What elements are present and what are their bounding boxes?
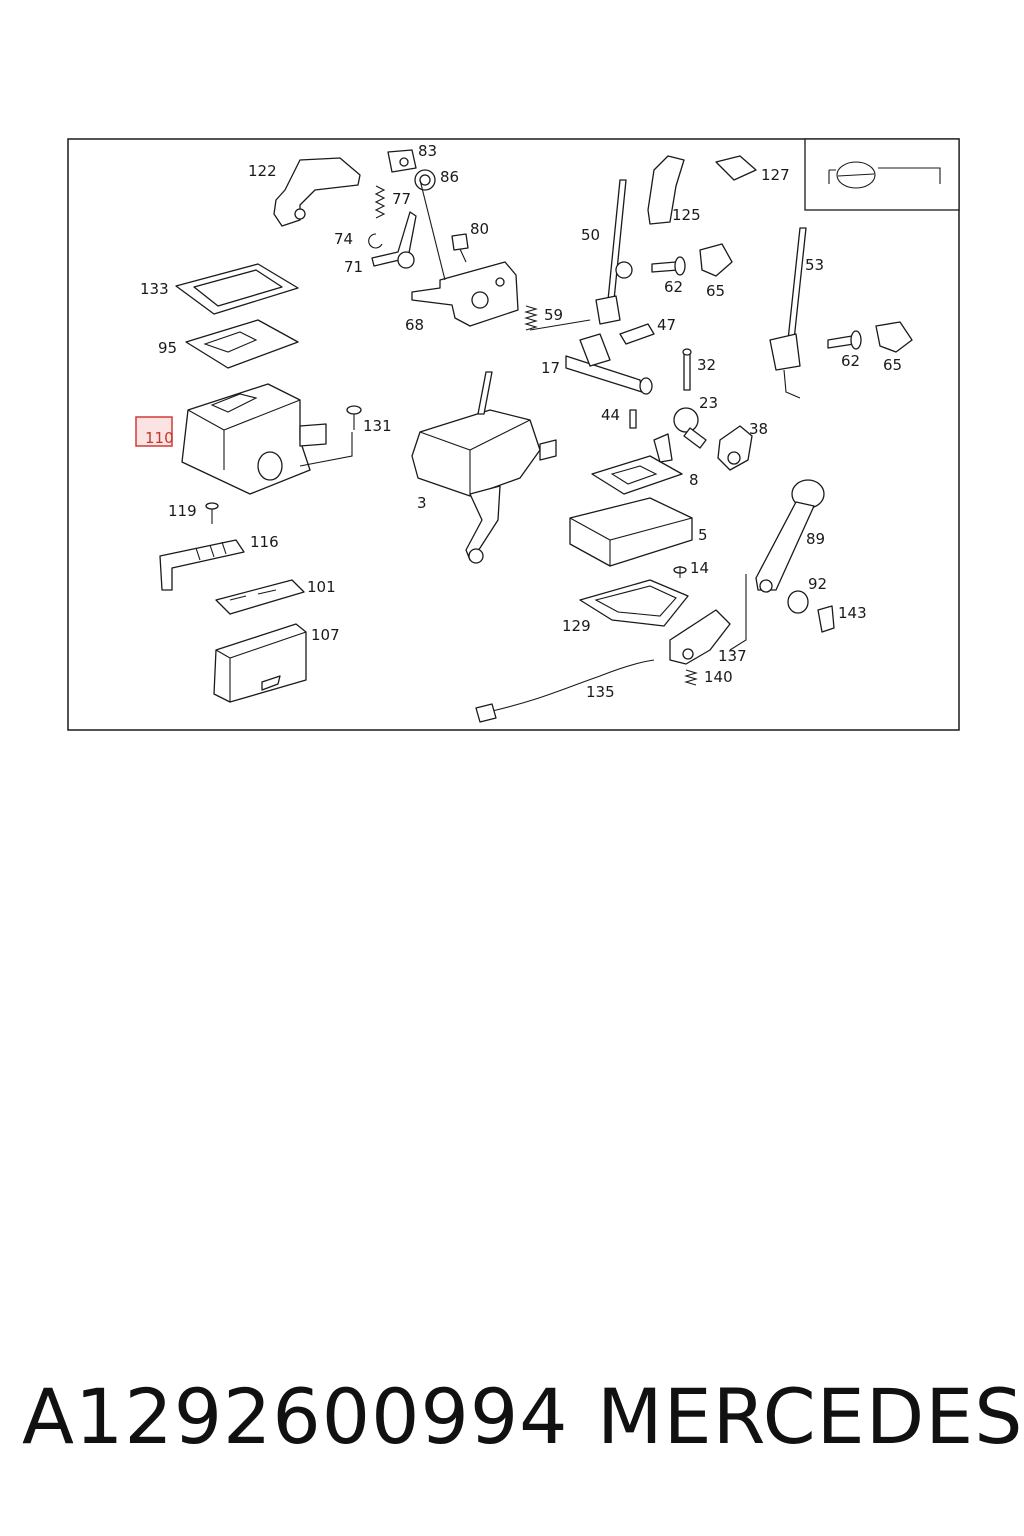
part-17-shaft: [565, 333, 653, 395]
part-47-switch: [619, 323, 655, 345]
callout-65-right: 65: [883, 356, 902, 374]
callout-83: 83: [418, 142, 437, 160]
part-83-clip: [387, 149, 417, 173]
callout-89: 89: [806, 530, 825, 548]
part-110-housing: [181, 383, 327, 495]
callout-110: 110: [145, 429, 174, 447]
callout-65-top: 65: [706, 282, 725, 300]
callout-133: 133: [140, 280, 169, 298]
callout-5: 5: [698, 526, 708, 544]
part-68-plate: [411, 261, 519, 327]
callout-47: 47: [657, 316, 676, 334]
callout-8: 8: [689, 471, 699, 489]
leader-86: [419, 179, 446, 281]
callout-140: 140: [704, 668, 733, 686]
callout-101: 101: [307, 578, 336, 596]
callout-125: 125: [672, 206, 701, 224]
part-62-bolt-top: [651, 256, 686, 276]
part-77-spring: [374, 185, 386, 219]
callout-92: 92: [808, 575, 827, 593]
part-116-bracket: [159, 539, 245, 591]
part-8-plate: [591, 433, 683, 495]
part-119-screw: [205, 502, 219, 524]
part-86-bushing: [414, 169, 436, 191]
callout-labels: 122 83 86 77 74 71 80 68 133 95 110 131 …: [140, 142, 902, 701]
callout-32: 32: [697, 356, 716, 374]
callout-95: 95: [158, 339, 177, 357]
part-71-lever: [371, 211, 417, 269]
diagram-frame: [67, 138, 960, 731]
part-38-bearing: [717, 425, 753, 471]
part-14-screw: [673, 566, 687, 578]
callout-80: 80: [470, 220, 489, 238]
leader-59: [529, 319, 591, 331]
callout-53: 53: [805, 256, 824, 274]
part-125-shift-knob: [647, 155, 685, 225]
part-101-switch: [215, 579, 305, 615]
callout-68: 68: [405, 316, 424, 334]
part-92-bushing: [787, 590, 809, 614]
callout-137: 137: [718, 647, 747, 665]
callout-23: 23: [699, 394, 718, 412]
part-5-base: [569, 497, 693, 567]
callout-59: 59: [544, 306, 563, 324]
part-23-bushing: [673, 407, 707, 449]
part-65-clip-top: [699, 243, 733, 277]
callout-127: 127: [761, 166, 790, 184]
part-3-shifter-assembly: [411, 371, 557, 564]
callout-3: 3: [417, 494, 427, 512]
callout-119: 119: [168, 502, 197, 520]
part-131-bolt: [346, 405, 362, 430]
part-65-clip-right: [875, 321, 913, 353]
part-129-gasket: [579, 579, 689, 627]
leader-89: [729, 574, 747, 651]
callout-129: 129: [562, 617, 591, 635]
part-59-spring: [524, 305, 538, 331]
highlight-box-110: [135, 416, 173, 447]
part-122-bracket: [273, 157, 361, 227]
leader-131: [299, 432, 353, 467]
inset-box: [804, 138, 960, 211]
callout-135: 135: [586, 683, 615, 701]
part-135-cable: [475, 659, 655, 723]
part-89-lever: [755, 479, 825, 593]
part-53-rod: [769, 227, 807, 399]
part-50-selector-rod: [595, 179, 633, 325]
part-74-circlip: [368, 233, 383, 249]
caption-bar: A1292600994 MERCEDES: [0, 1372, 1024, 1472]
callout-86: 86: [440, 168, 459, 186]
gear-selector-symbol-icon: [828, 161, 941, 189]
callout-143: 143: [838, 604, 867, 622]
part-80-screw: [451, 233, 469, 263]
callout-17: 17: [541, 359, 560, 377]
part-133-trim-frame: [175, 263, 299, 315]
exploded-parts-diagram: 122 83 86 77 74 71 80 68 133 95 110 131 …: [67, 138, 960, 731]
part-44-pin: [629, 409, 637, 429]
callout-122: 122: [248, 162, 277, 180]
callout-71: 71: [344, 258, 363, 276]
callout-116: 116: [250, 533, 279, 551]
callout-62-right: 62: [841, 352, 860, 370]
part-number-text: A1292600994: [22, 1372, 569, 1461]
part-95-gate-plate: [185, 319, 299, 369]
callout-62-top: 62: [664, 278, 683, 296]
part-62-bolt-right: [827, 330, 862, 350]
callout-44: 44: [601, 406, 620, 424]
callout-107: 107: [311, 626, 340, 644]
part-137-bracket: [669, 609, 731, 665]
callout-14: 14: [690, 559, 709, 577]
callout-74: 74: [334, 230, 353, 248]
part-32-pin: [682, 348, 692, 391]
part-143-clip: [817, 605, 835, 633]
callout-77: 77: [392, 190, 411, 208]
part-107-module: [213, 623, 307, 703]
part-127-cover: [715, 155, 757, 181]
callout-38: 38: [749, 420, 768, 438]
part-140-spring: [684, 669, 698, 686]
callout-50: 50: [581, 226, 600, 244]
callout-131: 131: [363, 417, 392, 435]
brand-text: MERCEDES: [597, 1372, 1024, 1461]
